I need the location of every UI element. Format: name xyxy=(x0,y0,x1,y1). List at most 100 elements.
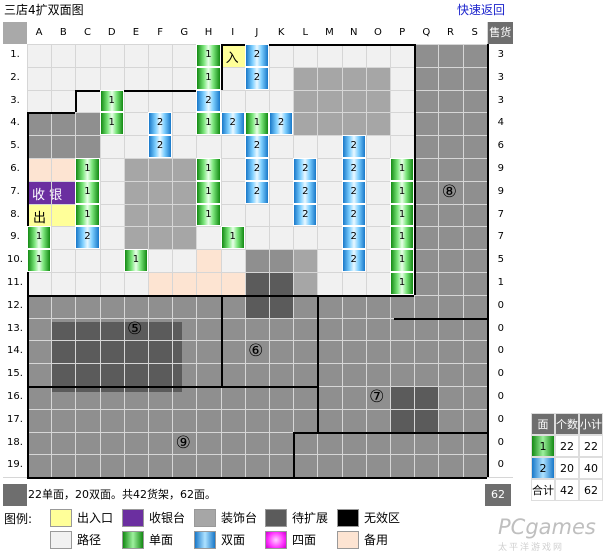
column-header: R xyxy=(438,22,463,44)
legend-label: 路径 xyxy=(77,533,102,547)
entrance-cell: 入 xyxy=(220,44,245,67)
wall-outer-right xyxy=(486,44,489,478)
double-face-shelf[interactable]: 2 xyxy=(341,135,366,158)
row-header: 4. xyxy=(3,112,27,136)
double-face-shelf[interactable]: 2 xyxy=(75,226,100,250)
legend-swatch xyxy=(194,509,216,527)
single-face-shelf[interactable]: 1 xyxy=(99,112,124,136)
stats-total-label: 合计 xyxy=(531,479,555,501)
double-face-shelf[interactable]: 2 xyxy=(293,158,318,181)
double-face-shelf[interactable]: 2 xyxy=(220,112,245,136)
legend-label: 四面 xyxy=(292,533,317,547)
column-header: J xyxy=(244,22,269,44)
double-face-shelf[interactable]: 2 xyxy=(341,249,366,272)
double-face-shelf[interactable]: 2 xyxy=(244,180,269,204)
single-face-shelf[interactable]: 1 xyxy=(390,272,415,295)
legend-label: 装饰台 xyxy=(221,511,258,525)
single-face-shelf[interactable]: 1 xyxy=(196,203,221,227)
stats-face: 1 xyxy=(531,435,555,457)
double-face-shelf[interactable]: 2 xyxy=(148,135,173,158)
wall-zone7-left xyxy=(317,294,320,432)
double-face-shelf[interactable]: 2 xyxy=(244,44,269,67)
wall-outer-left xyxy=(27,294,29,478)
grid-line-h xyxy=(3,363,513,365)
column-header: O xyxy=(365,22,390,44)
double-face-shelf[interactable]: 2 xyxy=(269,112,294,136)
grid-line-h xyxy=(3,340,513,342)
double-face-shelf[interactable]: 2 xyxy=(341,180,366,204)
quick-return-link[interactable]: 快速返回 xyxy=(457,3,506,17)
single-face-shelf[interactable]: 1 xyxy=(390,249,415,272)
single-face-shelf[interactable]: 1 xyxy=(196,158,221,181)
page-title: 三店4扩双面图 xyxy=(4,3,84,17)
row-sales: 6 xyxy=(488,135,513,158)
single-face-shelf[interactable]: 1 xyxy=(99,89,124,113)
double-face-shelf[interactable]: 2 xyxy=(341,226,366,250)
column-header: P xyxy=(390,22,415,44)
single-face-shelf[interactable]: 1 xyxy=(196,180,221,204)
single-face-shelf[interactable]: 1 xyxy=(75,180,100,204)
row-sales: 9 xyxy=(488,180,513,204)
wall-left xyxy=(27,112,29,295)
single-face-shelf[interactable]: 1 xyxy=(390,226,415,250)
expand-area-5 xyxy=(51,321,183,392)
single-face-shelf[interactable]: 1 xyxy=(75,158,100,181)
row-header: 8. xyxy=(3,203,27,227)
grid-line-h xyxy=(3,272,513,273)
wall-left-top xyxy=(220,44,223,90)
row-sales: 3 xyxy=(488,89,513,113)
single-face-shelf[interactable]: 1 xyxy=(390,203,415,227)
wall-step-c xyxy=(27,112,76,115)
double-face-shelf[interactable]: 2 xyxy=(341,158,366,181)
row-header: 18. xyxy=(3,431,27,455)
single-face-shelf[interactable]: 1 xyxy=(27,249,52,272)
single-face-shelf[interactable]: 1 xyxy=(123,249,148,272)
row-sales: 0 xyxy=(488,317,513,341)
stats-total-count: 42 xyxy=(555,479,579,501)
wall-step-b xyxy=(75,89,78,113)
summary-text: 22单面，20双面。共42货架，62面。 xyxy=(28,488,216,501)
row-sales: 4 xyxy=(488,112,513,136)
row-header: 9. xyxy=(3,226,27,250)
zone-label: ⑧ xyxy=(441,181,458,202)
column-header: G xyxy=(172,22,197,44)
double-face-shelf[interactable]: 2 xyxy=(196,89,221,113)
double-face-shelf[interactable]: 2 xyxy=(341,203,366,227)
single-face-shelf[interactable]: 1 xyxy=(220,226,245,250)
cashier-label: 收 银 xyxy=(32,187,63,203)
stats-total-subtotal: 62 xyxy=(579,479,603,501)
grid-line-h xyxy=(3,226,513,228)
zone-label: ⑥ xyxy=(248,341,264,362)
single-face-shelf[interactable]: 1 xyxy=(390,158,415,181)
column-header: L xyxy=(293,22,318,44)
row-header: 10. xyxy=(3,249,27,272)
single-face-shelf[interactable]: 1 xyxy=(196,66,221,90)
double-face-shelf[interactable]: 2 xyxy=(293,180,318,204)
row-header: 3. xyxy=(3,89,27,113)
footer-corner xyxy=(3,484,27,506)
row-sales: 0 xyxy=(488,408,513,432)
single-face-shelf[interactable]: 1 xyxy=(196,112,221,136)
row-sales: 7 xyxy=(488,226,513,250)
zone-label: ⑤ xyxy=(127,318,143,339)
decor-table-top-right xyxy=(293,66,390,136)
stats-header: 面 xyxy=(531,413,555,435)
double-face-shelf[interactable]: 2 xyxy=(148,112,173,136)
wall-outer-bottom xyxy=(27,477,487,480)
row-header: 17. xyxy=(3,408,27,432)
row-sales: 0 xyxy=(488,454,513,478)
stats-header: 个数 xyxy=(555,413,579,435)
single-face-shelf[interactable]: 1 xyxy=(27,226,52,250)
column-header: I xyxy=(220,22,245,44)
row-header: 5. xyxy=(3,135,27,158)
single-face-shelf[interactable]: 1 xyxy=(244,112,269,136)
double-face-shelf[interactable]: 2 xyxy=(244,135,269,158)
single-face-shelf[interactable]: 1 xyxy=(196,44,221,67)
legend-swatch xyxy=(122,531,144,549)
double-face-shelf[interactable]: 2 xyxy=(293,203,318,227)
row-sales: 3 xyxy=(488,44,513,67)
single-face-shelf[interactable]: 1 xyxy=(390,180,415,204)
double-face-shelf[interactable]: 2 xyxy=(244,158,269,181)
double-face-shelf[interactable]: 2 xyxy=(244,66,269,90)
single-face-shelf[interactable]: 1 xyxy=(75,203,100,227)
